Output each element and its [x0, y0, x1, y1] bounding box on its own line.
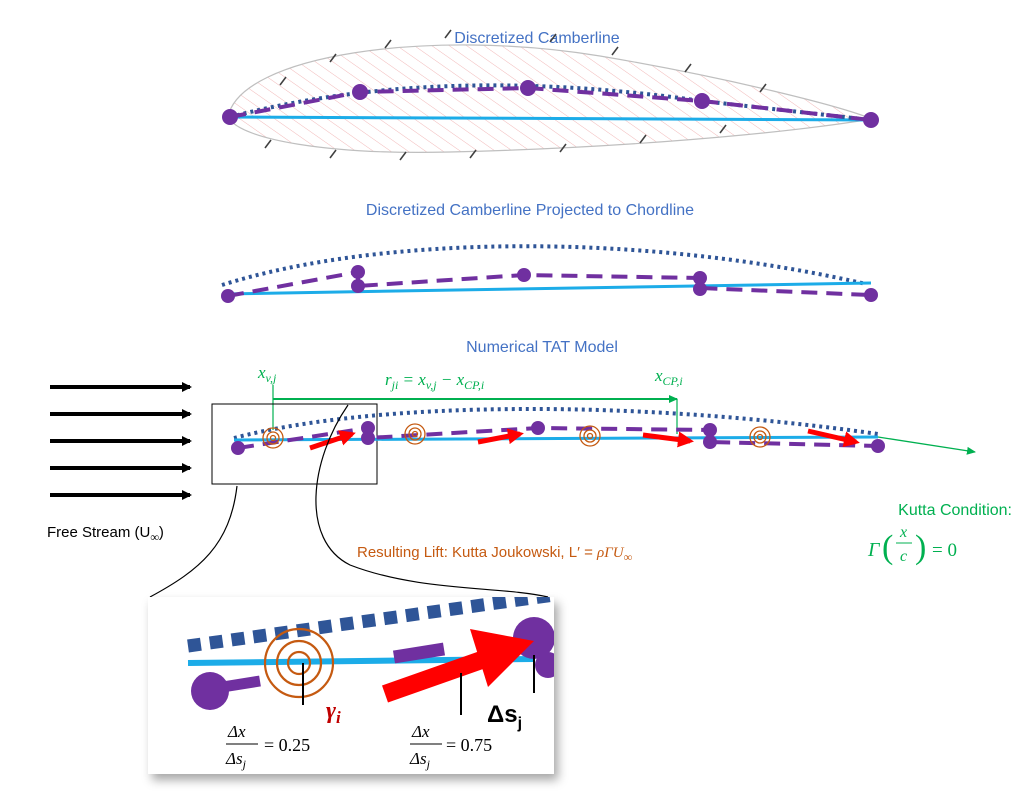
camber-nodes-3 — [231, 421, 885, 455]
svg-text:= 0: = 0 — [932, 540, 957, 561]
node — [694, 93, 710, 109]
zoom-connector-right — [315, 404, 549, 598]
vortex-icon — [404, 423, 426, 445]
airfoil-shape — [227, 29, 875, 161]
tat-title: Numerical TAT Model — [466, 339, 618, 356]
node — [221, 289, 235, 303]
svg-text:Δx: Δx — [411, 722, 430, 741]
free-stream-label: Free Stream (U∞) — [47, 524, 164, 544]
zoom-inset: γi Δsj Δx Δsj = 0.25 Δx Δsj = 0.75 — [148, 597, 554, 774]
svg-text:x: x — [899, 524, 907, 541]
svg-text:Δsj: Δsj — [225, 749, 247, 771]
node — [361, 421, 375, 435]
node — [520, 80, 536, 96]
node — [231, 441, 245, 455]
vortices — [262, 423, 771, 449]
inset-control-arrow — [382, 648, 493, 703]
xvj-label: xv,j — [257, 363, 277, 385]
camber-nodes-2 — [221, 265, 878, 303]
node — [351, 279, 365, 293]
camber-dotted-2 — [221, 244, 867, 287]
node — [361, 431, 375, 445]
inset-node-left — [191, 672, 229, 710]
camber-nodes-1 — [222, 80, 879, 128]
node — [863, 112, 879, 128]
svg-text:= 0.75: = 0.75 — [446, 735, 492, 755]
lift-label: Resulting Lift: Kutta Joukowski, L′ = ρΓ… — [357, 544, 633, 564]
node — [871, 439, 885, 453]
control-point-arrows — [309, 428, 860, 451]
svg-text:= 0.25: = 0.25 — [264, 735, 310, 755]
free-stream-arrows — [50, 382, 192, 500]
inset-node-right-lower — [535, 652, 554, 678]
inset-camber-dotted — [187, 597, 554, 653]
inset-svg — [187, 597, 554, 715]
svg-text:Γ: Γ — [867, 539, 881, 561]
svg-text:Δx: Δx — [227, 722, 246, 741]
xcpi-label: xCP,i — [654, 366, 683, 388]
node — [693, 271, 707, 285]
zoom-connector-left — [149, 485, 238, 598]
paren-right: ) — [915, 529, 926, 566]
vortex-icon — [579, 425, 601, 447]
inset-vortex-icon — [263, 627, 335, 699]
node — [517, 268, 531, 282]
rji-label: rji = xv,j − xCP,i — [385, 370, 484, 392]
node — [703, 423, 717, 437]
ratio-025: Δx Δsj = 0.25 — [225, 722, 310, 771]
chord-line-2 — [221, 281, 872, 296]
ratio-075: Δx Δsj = 0.75 — [409, 722, 492, 771]
chord-line-1 — [229, 115, 872, 122]
kutta-wake-arrow — [877, 436, 976, 455]
projected-title: Discretized Camberline Projected to Chor… — [366, 202, 694, 219]
vortex-icon — [262, 427, 284, 449]
node — [703, 435, 717, 449]
node — [864, 288, 878, 302]
camberline-title: Discretized Camberline — [454, 30, 619, 47]
vortex-icon — [749, 426, 771, 448]
inset-dash — [392, 642, 446, 664]
inset-arrow-head — [470, 629, 534, 687]
paren-left: ( — [882, 529, 893, 566]
node — [351, 265, 365, 279]
svg-text:Δsj: Δsj — [409, 749, 431, 771]
node — [693, 282, 707, 296]
zoom-box — [211, 403, 378, 485]
node — [222, 109, 238, 125]
kutta-formula: Γ ( x c ) = 0 — [867, 524, 957, 566]
svg-text:c: c — [900, 548, 907, 565]
node — [352, 84, 368, 100]
gamma-i-label: γi — [326, 698, 341, 727]
node — [531, 421, 545, 435]
kutta-title: Kutta Condition: — [898, 502, 1012, 519]
camber-dotted-3 — [233, 407, 879, 440]
camber-dotted-1 — [229, 83, 872, 122]
delta-s-j-label: Δsj — [487, 701, 522, 732]
